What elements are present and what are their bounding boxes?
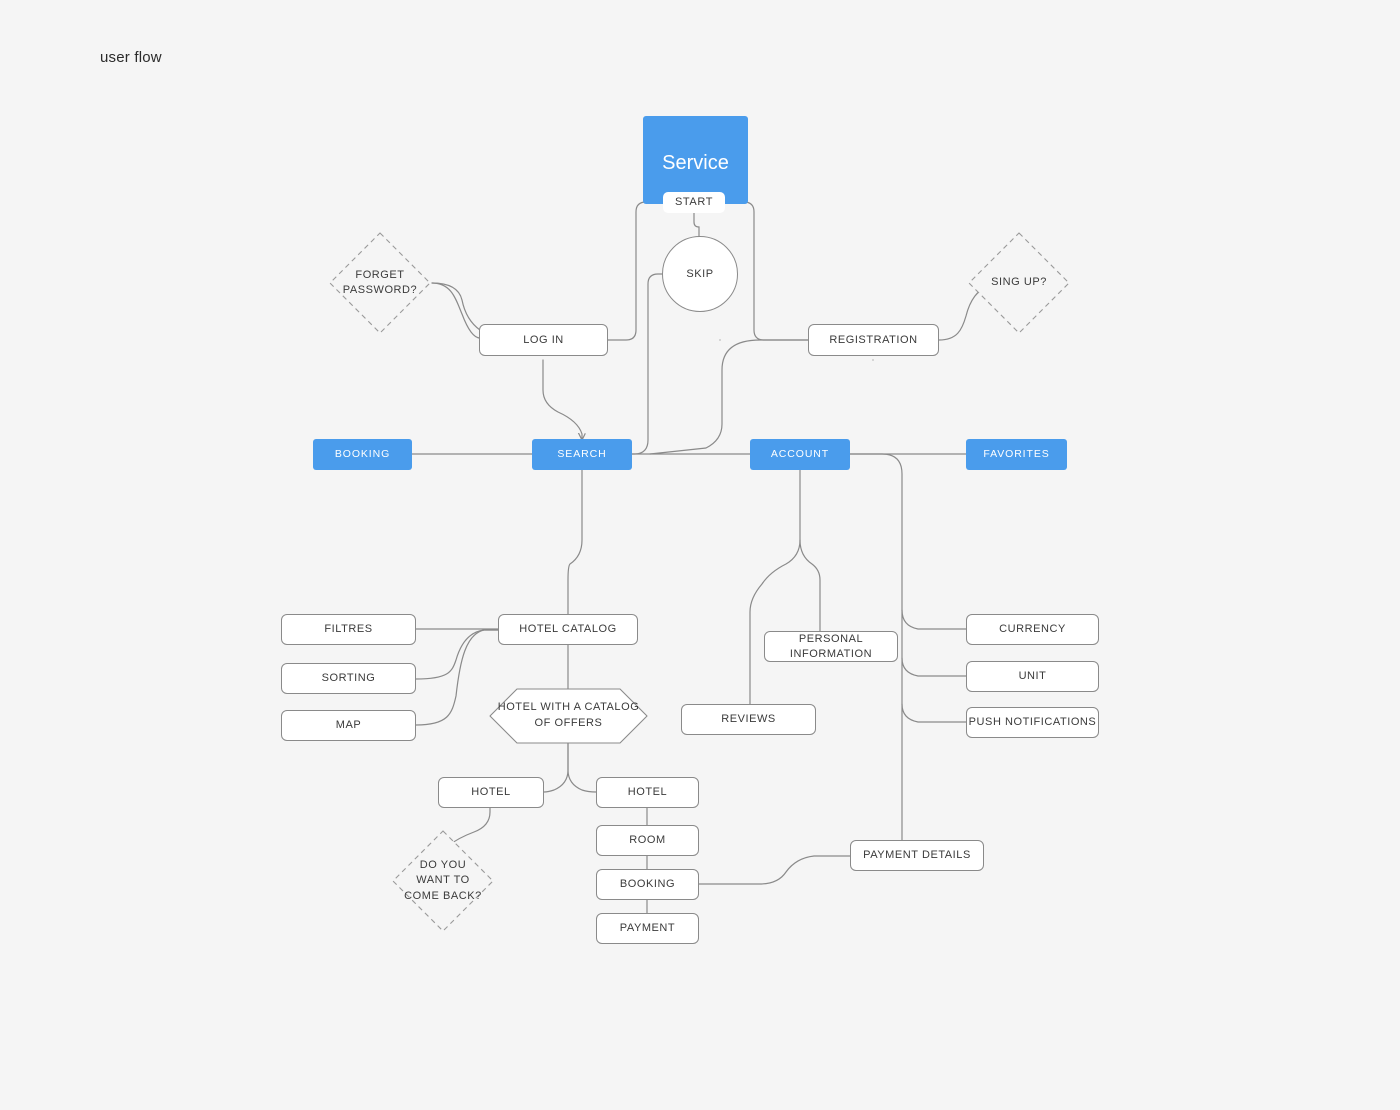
- diamond-outline: [329, 232, 431, 334]
- start-node[interactable]: START: [663, 192, 725, 213]
- registration-node[interactable]: REGISTRATION: [808, 324, 939, 356]
- sing-up-label: SING UP?: [991, 276, 1047, 289]
- favorites-node[interactable]: FAVORITES: [966, 439, 1067, 470]
- hexagon-outline: [489, 688, 648, 744]
- reviews-node[interactable]: REVIEWS: [681, 704, 816, 735]
- diamond-outline: [968, 232, 1070, 334]
- booking-nav-node[interactable]: BOOKING: [313, 439, 412, 470]
- come-back-decision[interactable]: DO YOU WANT TO COME BACK?: [391, 829, 495, 933]
- log-in-node[interactable]: LOG IN: [479, 324, 608, 356]
- page-title: user flow: [100, 49, 162, 66]
- hotel-catalog-node[interactable]: HOTEL CATALOG: [498, 614, 638, 645]
- push-notifications-node[interactable]: PUSH NOTIFICATIONS: [966, 707, 1099, 738]
- skip-node[interactable]: SKIP: [662, 236, 738, 312]
- forget-password-decision[interactable]: FORGET PASSWORD?: [328, 231, 432, 335]
- unit-node[interactable]: UNIT: [966, 661, 1099, 692]
- filtres-node[interactable]: FILTRES: [281, 614, 416, 645]
- booking-node[interactable]: BOOKING: [596, 869, 699, 900]
- search-node[interactable]: SEARCH: [532, 439, 632, 470]
- hotel-offers-node[interactable]: HOTEL WITH A CATALOG OF OFFERS: [489, 688, 648, 744]
- diamond-outline: [392, 830, 494, 932]
- personal-information-node[interactable]: PERSONAL INFORMATION: [764, 631, 898, 662]
- forget-password-label: FORGET PASSWORD?: [342, 268, 418, 296]
- map-node[interactable]: MAP: [281, 710, 416, 741]
- payment-node[interactable]: PAYMENT: [596, 913, 699, 944]
- payment-details-node[interactable]: PAYMENT DETAILS: [850, 840, 984, 871]
- hotel-right-node[interactable]: HOTEL: [596, 777, 699, 808]
- currency-node[interactable]: CURRENCY: [966, 614, 1099, 645]
- account-node[interactable]: ACCOUNT: [750, 439, 850, 470]
- hotel-left-node[interactable]: HOTEL: [438, 777, 544, 808]
- hotel-offers-label: HOTEL WITH A CATALOG OF OFFERS: [497, 701, 640, 729]
- sing-up-decision[interactable]: SING UP?: [967, 231, 1071, 335]
- sorting-node[interactable]: SORTING: [281, 663, 416, 694]
- room-node[interactable]: ROOM: [596, 825, 699, 856]
- come-back-label: DO YOU WANT TO COME BACK?: [404, 858, 482, 902]
- service-panel[interactable]: Service: [643, 116, 748, 204]
